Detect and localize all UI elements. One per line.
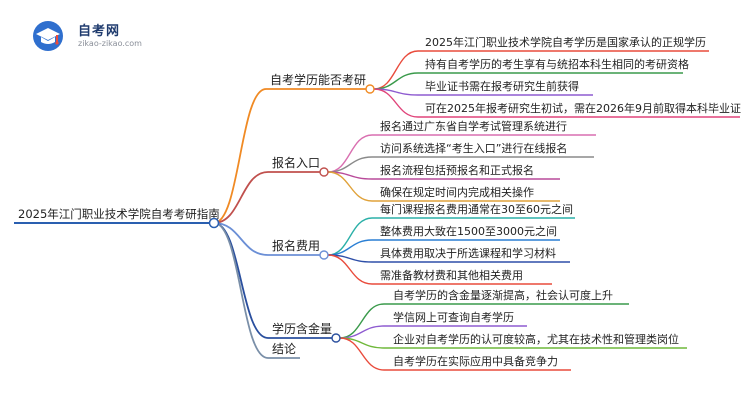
branch-node-label[interactable]: 自考学历能否考研 [270, 72, 366, 87]
branch-collapse-toggle[interactable] [365, 84, 375, 94]
leaf-connector [327, 134, 373, 173]
leaf-node-label[interactable]: 报名通过广东省自学考试管理系统进行 [380, 119, 567, 133]
leaf-node-label[interactable]: 每门课程报名费用通常在30至60元之间 [380, 202, 573, 216]
leaf-connector [339, 303, 385, 339]
root-node-label[interactable]: 2025年江门职业技术学院自考考研指南 [18, 207, 220, 221]
root-collapse-toggle[interactable] [208, 217, 220, 229]
graduation-cap-icon [33, 21, 63, 51]
leaf-connector [339, 337, 385, 371]
mindmap-nodes: 2025年江门职业技术学院自考考研指南 自考学历能否考研 2025年江门职业技术学院… [18, 35, 741, 368]
leaf-connector [327, 217, 373, 256]
site-logo[interactable]: 自考网 zikao-zikao.com [30, 18, 160, 54]
leaf-connector [327, 254, 373, 285]
branch-collapse-toggle[interactable] [319, 250, 329, 260]
branch-collapse-toggle[interactable] [319, 167, 329, 177]
leaf-node-label[interactable]: 具体费用取决于所选课程和学习材料 [380, 246, 556, 260]
logo-url: zikao-zikao.com [78, 39, 142, 48]
leaf-node-label[interactable]: 报名流程包括预报名和正式报名 [380, 163, 534, 177]
leaf-node-label[interactable]: 自考学历在实际应用中具备竞争力 [393, 354, 558, 368]
mindmap-edges [14, 50, 740, 371]
leaf-connector [373, 50, 419, 90]
branch-collapse-toggle[interactable] [331, 333, 341, 343]
leaf-connector [373, 88, 419, 118]
leaf-node-label[interactable]: 学信网上可查询自考学历 [393, 310, 514, 324]
leaf-connector [327, 171, 373, 202]
branch-node-label[interactable]: 结论 [272, 342, 296, 356]
leaf-node-label[interactable]: 自考学历的含金量逐渐提高，社会认可度上升 [393, 288, 613, 302]
leaf-node-label[interactable]: 毕业证书需在报考研究生前获得 [425, 79, 579, 93]
branch-node-label[interactable]: 学历含金量 [272, 321, 332, 336]
branch-connector [213, 88, 267, 224]
branch-node-label[interactable]: 报名费用 [272, 238, 320, 253]
leaf-node-label[interactable]: 确保在规定时间内完成相关操作 [380, 185, 534, 199]
leaf-connector [327, 156, 373, 173]
leaf-node-label[interactable]: 2025年江门职业技术学院自考学历是国家承认的正规学历 [425, 35, 706, 49]
branch-node-label[interactable]: 报名入口 [272, 155, 320, 170]
branch-connector [213, 222, 269, 256]
branch-connector [213, 222, 269, 359]
leaf-node-label[interactable]: 需准备教材费和其他相关费用 [380, 268, 523, 282]
leaf-node-label[interactable]: 企业对自考学历的认可度较高，尤其在技术性和管理类岗位 [393, 332, 679, 346]
leaf-node-label[interactable]: 访问系统选择“考生入口”进行在线报名 [380, 141, 567, 155]
branch-connector [213, 171, 269, 224]
leaf-connector [327, 239, 373, 256]
leaf-node-label[interactable]: 可在2025年报考研究生初试，需在2026年9月前取得本科毕业证 [425, 101, 741, 115]
logo-title: 自考网 [78, 24, 121, 39]
leaf-connector [373, 72, 419, 90]
leaf-node-label[interactable]: 持有自考学历的考生享有与统招本科生相同的考研资格 [425, 57, 689, 71]
leaf-node-label[interactable]: 整体费用大致在1500至3000元之间 [380, 224, 557, 238]
